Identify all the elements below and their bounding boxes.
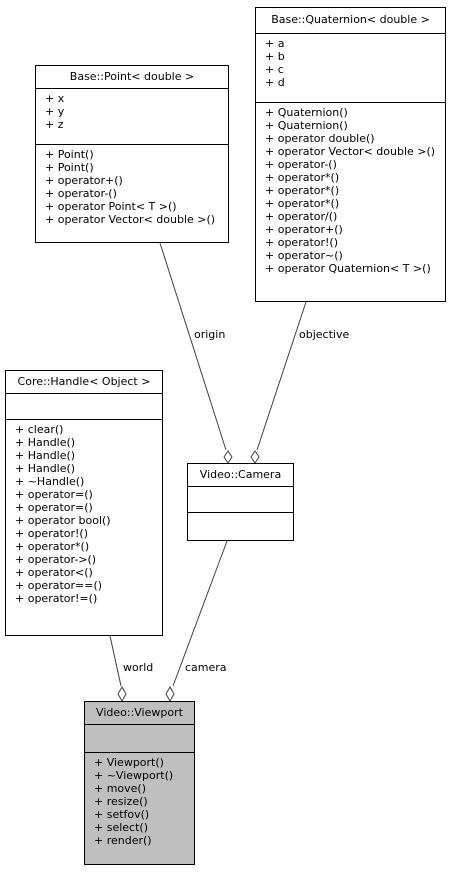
member-item[interactable]: + operator!=() <box>15 592 98 605</box>
class-point[interactable]: Base::Point< double > + x+ y+ z + Point(… <box>35 65 229 243</box>
class-title: Video::Viewport <box>85 702 194 725</box>
member-item[interactable]: + clear() <box>15 423 64 436</box>
methods-section: + clear()+ Handle()+ Handle()+ Handle()+… <box>6 420 162 609</box>
member-item[interactable]: + z <box>45 118 64 131</box>
member-item[interactable]: + operator<() <box>15 566 93 579</box>
methods-section <box>188 513 293 541</box>
camera-diamond-icon <box>165 685 175 703</box>
member-item[interactable]: + operator=() <box>15 488 93 501</box>
member-item[interactable]: + operator*() <box>265 197 340 210</box>
member-item[interactable]: + operator Point< T >() <box>45 200 177 213</box>
camera-edge-label: camera <box>185 661 227 674</box>
origin-diamond-icon <box>223 450 233 464</box>
member-item[interactable]: + operator!() <box>15 527 89 540</box>
member-item[interactable]: + ~Handle() <box>15 475 85 488</box>
attributes-section: + x+ y+ z <box>36 89 228 145</box>
objective-label: objective <box>299 328 350 341</box>
world-label: world <box>123 661 154 674</box>
attributes-section <box>188 487 293 513</box>
member-item[interactable]: + resize() <box>94 795 148 808</box>
class-title: Core::Handle< Object > <box>6 371 162 394</box>
member-item[interactable]: + operator Quaternion< T >() <box>265 262 431 275</box>
attributes-section <box>85 725 194 753</box>
member-item[interactable]: + operator*() <box>15 540 90 553</box>
member-item[interactable]: + Handle() <box>15 449 76 462</box>
member-item[interactable]: + y <box>45 105 65 118</box>
class-quaternion[interactable]: Base::Quaternion< double > + a+ b+ c+ d … <box>255 7 446 302</box>
member-item[interactable]: + Handle() <box>15 436 76 449</box>
camera-edge <box>172 540 228 687</box>
origin-label: origin <box>194 328 226 341</box>
member-item[interactable]: + operator!() <box>265 236 339 249</box>
member-item[interactable]: + operator Vector< double >() <box>45 213 216 226</box>
member-item[interactable]: + Point() <box>45 148 94 161</box>
member-item[interactable]: + operator*() <box>265 184 340 197</box>
member-item[interactable]: + x <box>45 92 65 105</box>
member-item[interactable]: + operator bool() <box>15 514 111 527</box>
class-viewport[interactable]: Video::Viewport + Viewport()+ ~Viewport(… <box>84 701 195 865</box>
methods-section: + Quaternion()+ Quaternion()+ operator d… <box>256 103 445 279</box>
member-item[interactable]: + b <box>265 50 285 63</box>
world-edge <box>109 635 122 687</box>
class-handle[interactable]: Core::Handle< Object > + clear()+ Handle… <box>5 370 163 636</box>
member-item[interactable]: + operator/() <box>265 210 338 223</box>
attributes-section <box>6 394 162 420</box>
member-item[interactable]: + Handle() <box>15 462 76 475</box>
member-item[interactable]: + Quaternion() <box>265 119 348 132</box>
member-item[interactable]: + Viewport() <box>94 756 164 769</box>
objective-edge <box>256 301 307 451</box>
member-item[interactable]: + operator+() <box>265 223 343 236</box>
class-camera[interactable]: Video::Camera <box>187 463 294 541</box>
member-item[interactable]: + select() <box>94 821 148 834</box>
member-item[interactable]: + move() <box>94 782 147 795</box>
member-item[interactable]: + Quaternion() <box>265 106 348 119</box>
attributes-section: + a+ b+ c+ d <box>256 34 445 103</box>
member-item[interactable]: + Point() <box>45 161 94 174</box>
objective-diamond-icon <box>250 450 260 464</box>
member-item[interactable]: + a <box>265 37 285 50</box>
methods-section: + Point()+ Point()+ operator+()+ operato… <box>36 145 228 230</box>
member-item[interactable]: + setfov() <box>94 808 150 821</box>
member-item[interactable]: + operator Vector< double >() <box>265 145 436 158</box>
class-title: Video::Camera <box>188 464 293 487</box>
member-item[interactable]: + d <box>265 76 285 89</box>
member-item[interactable]: + operator~() <box>265 249 343 262</box>
member-item[interactable]: + operator==() <box>15 579 103 592</box>
world-diamond-icon <box>117 685 127 703</box>
member-item[interactable]: + operator=() <box>15 501 93 514</box>
member-item[interactable]: + operator->() <box>15 553 97 566</box>
member-item[interactable]: + ~Viewport() <box>94 769 174 782</box>
class-title: Base::Quaternion< double > <box>256 8 445 34</box>
class-title: Base::Point< double > <box>36 66 228 89</box>
origin-edge <box>159 242 227 451</box>
member-item[interactable]: + operator-() <box>265 158 337 171</box>
member-item[interactable]: + operator double() <box>265 132 375 145</box>
member-item[interactable]: + render() <box>94 834 152 847</box>
member-item[interactable]: + operator*() <box>265 171 340 184</box>
methods-section: + Viewport()+ ~Viewport()+ move()+ resiz… <box>85 753 194 851</box>
member-item[interactable]: + operator-() <box>45 187 117 200</box>
member-item[interactable]: + c <box>265 63 284 76</box>
member-item[interactable]: + operator+() <box>45 174 123 187</box>
